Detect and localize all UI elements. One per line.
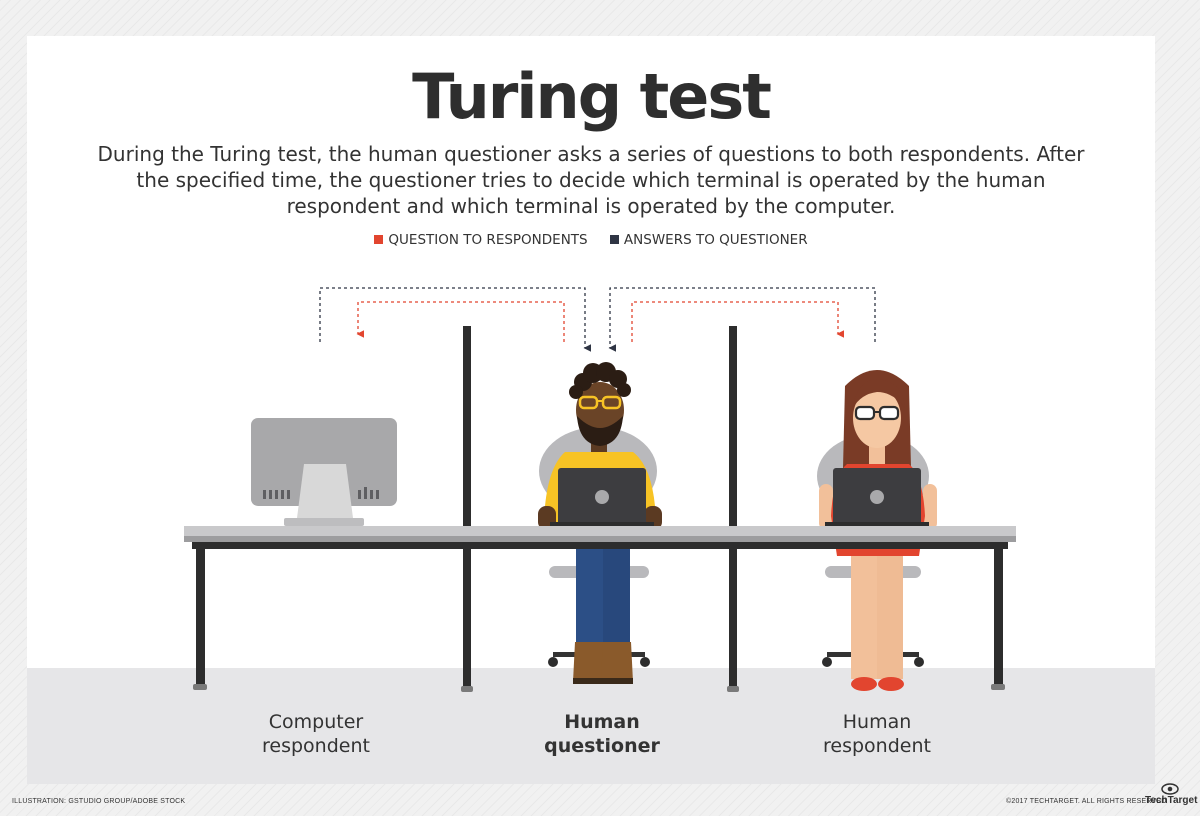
question-arrow-right [631, 301, 845, 342]
divider-panels [461, 326, 739, 692]
label-human-questioner: Human questioner [482, 710, 722, 758]
label-computer-respondent: Computer respondent [196, 710, 436, 758]
legend-swatch-answer [609, 235, 619, 244]
legend-swatch-question [374, 235, 384, 244]
laptop-icon [550, 468, 654, 526]
page-title: Turing test [412, 60, 772, 133]
turing-scene [184, 287, 1016, 692]
label-line: Human [842, 711, 912, 733]
label-line: Human [564, 711, 640, 733]
techtarget-logo: TechTarget [1145, 783, 1198, 806]
arrows [319, 287, 876, 352]
label-human-respondent: Human respondent [757, 710, 997, 758]
brand-name: TechTarget [1145, 795, 1198, 806]
legend-item-question: QUESTION TO RESPONDENTS [374, 232, 588, 248]
legend: QUESTION TO RESPONDENTS ANSWERS TO QUEST… [27, 232, 1155, 248]
illustration-credit: ILLUSTRATION: GSTUDIO GROUP/ADOBE STOCK [12, 798, 186, 805]
label-line: respondent [262, 735, 370, 757]
laptop-icon [825, 468, 929, 526]
description: During the Turing test, the human questi… [97, 142, 1085, 218]
divider-right [729, 326, 737, 688]
label-line: Computer [268, 711, 364, 733]
copyright-notice: ©2017 TECHTARGET. ALL RIGHTS RESERVED [1006, 798, 1167, 805]
answer-arrow-right [608, 287, 876, 352]
question-arrow-left [356, 301, 565, 342]
techtarget-eye-icon [1161, 783, 1179, 795]
legend-label-answer: ANSWERS TO QUESTIONER [623, 232, 808, 248]
label-line: respondent [823, 735, 931, 757]
monitor-icon [251, 418, 397, 526]
legend-item-answer: ANSWERS TO QUESTIONER [609, 232, 808, 248]
label-line: questioner [544, 735, 660, 757]
infographic-panel: Turing test During the Turing test, the … [27, 36, 1155, 784]
legend-label-question: QUESTION TO RESPONDENTS [388, 232, 588, 248]
answer-arrow-left [319, 287, 592, 352]
divider-left [463, 326, 471, 688]
floor [27, 668, 1155, 784]
desk [184, 526, 1016, 690]
